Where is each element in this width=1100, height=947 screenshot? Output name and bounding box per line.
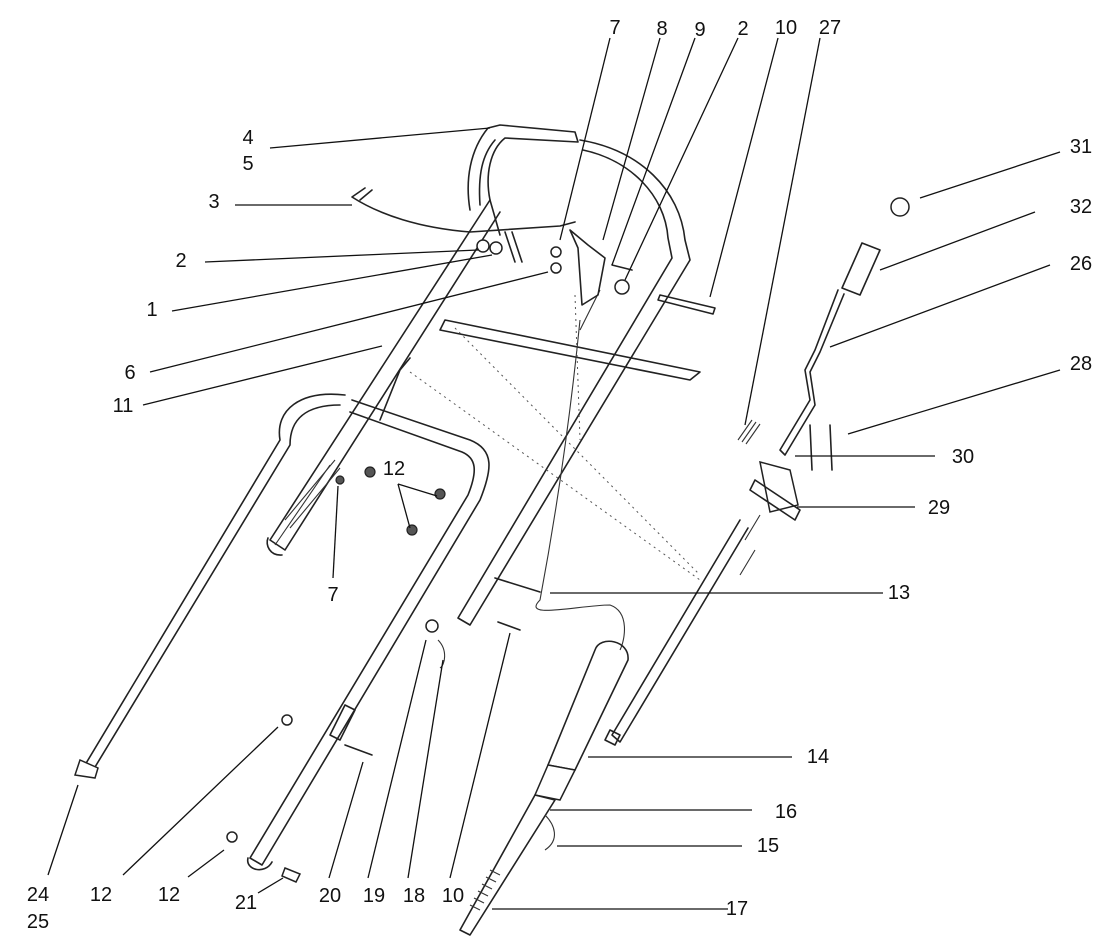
- callout-14: 14: [806, 746, 830, 768]
- callout-12-bottom-left: 12: [89, 884, 113, 906]
- callout-2-top: 2: [737, 18, 749, 40]
- callout-10-bottom: 10: [441, 885, 465, 907]
- callout-11: 11: [112, 395, 134, 417]
- callout-21: 21: [234, 892, 258, 914]
- callout-8: 8: [656, 18, 668, 40]
- callout-7-mid: 7: [327, 584, 339, 606]
- callout-3: 3: [208, 191, 220, 213]
- callout-10-top: 10: [774, 17, 798, 39]
- callout-25: 25: [26, 911, 50, 933]
- callout-19: 19: [362, 885, 386, 907]
- callout-17: 17: [725, 898, 749, 920]
- callout-16: 16: [774, 801, 798, 823]
- callout-13: 13: [887, 582, 911, 604]
- callout-28: 28: [1069, 353, 1093, 375]
- callout-1: 1: [146, 299, 158, 321]
- callout-30: 30: [951, 446, 975, 468]
- callout-20: 20: [318, 885, 342, 907]
- callout-2-left: 2: [175, 250, 187, 272]
- callout-24: 24: [26, 884, 50, 906]
- callout-31: 31: [1069, 136, 1093, 158]
- callout-6: 6: [124, 362, 136, 384]
- callout-12-bottom: 12: [157, 884, 181, 906]
- callout-32: 32: [1069, 196, 1093, 218]
- callout-4: 4: [242, 127, 254, 149]
- callout-15: 15: [756, 835, 780, 857]
- callout-5: 5: [242, 153, 254, 175]
- callout-18: 18: [402, 885, 426, 907]
- leader-lines: [47, 37, 1061, 910]
- callout-27: 27: [818, 17, 842, 39]
- handle-assembly: [74, 124, 910, 936]
- callout-26: 26: [1069, 253, 1093, 275]
- callout-7-top: 7: [609, 17, 621, 39]
- callout-9: 9: [694, 19, 706, 41]
- callout-12-mid: 12: [382, 458, 406, 480]
- callout-29: 29: [927, 497, 951, 519]
